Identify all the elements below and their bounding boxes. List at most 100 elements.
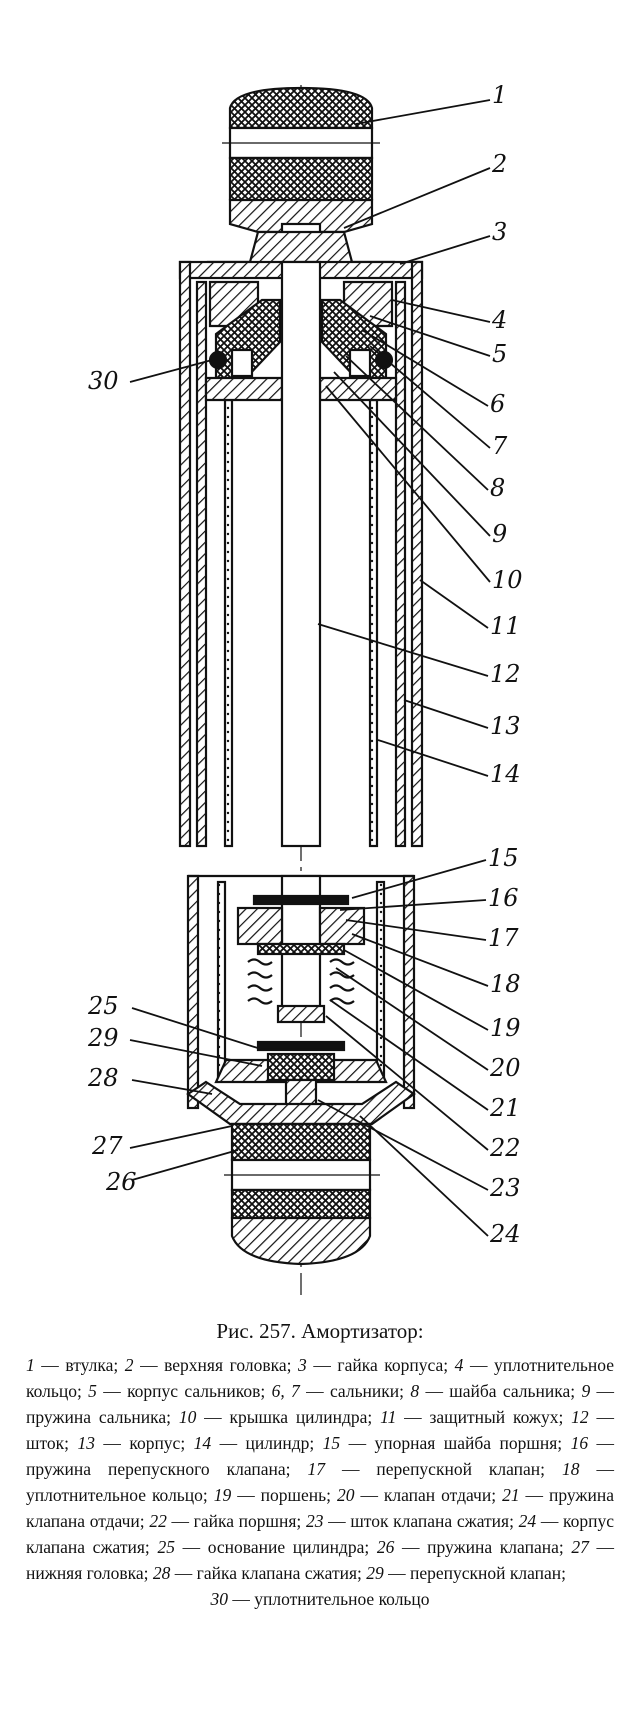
legend-number: 14 [193, 1433, 212, 1453]
callout-label: 6 [490, 390, 505, 418]
legend-text: — пружина перепускного клапана; [26, 1433, 615, 1479]
callout-label: 9 [492, 520, 507, 548]
legend-text: — сальники; [299, 1381, 411, 1401]
figure-legend: 1 — втулка; 2 — верхняя головка; 3 — гай… [26, 1352, 614, 1612]
piston-assembly [236, 874, 366, 1024]
legend-number: 12 [571, 1407, 589, 1427]
legend-text: — крышка цилиндра; [196, 1407, 381, 1427]
legend-text: — перепускной клапан; [324, 1459, 563, 1479]
legend-number: 17 [307, 1459, 325, 1479]
callout-label: 16 [488, 884, 519, 912]
legend-number: 9 [581, 1381, 591, 1401]
legend-number: 10 [178, 1407, 197, 1427]
legend-text: — корпус сальников; [96, 1381, 272, 1401]
leader-lines [129, 99, 491, 1237]
legend-text: — гайка поршня; [166, 1511, 306, 1531]
legend-text: — уплотнительное кольцо [227, 1589, 430, 1609]
seal-assembly [204, 280, 398, 402]
legend-text: — пружина сальника; [26, 1381, 615, 1427]
callout-label: 11 [490, 612, 521, 640]
legend-text: — гайка клапана сжатия; [170, 1563, 367, 1583]
legend-text: — пружина клапана; [394, 1537, 572, 1557]
legend-number: 26 [376, 1537, 395, 1557]
legend-number: 28 [152, 1563, 171, 1583]
callout-label: 26 [105, 1168, 137, 1196]
callout-label: 5 [492, 340, 507, 368]
legend-text: — втулка; [34, 1355, 125, 1375]
legend-number: 2 [124, 1355, 134, 1375]
legend-number: 30 [210, 1589, 228, 1609]
callout-label: 30 [88, 367, 119, 395]
callout-label: 21 [489, 1094, 521, 1122]
callout-label: 4 [491, 306, 507, 334]
callout-label: 3 [492, 218, 507, 246]
callout-label: 23 [489, 1174, 521, 1202]
legend-number: 5 [88, 1381, 97, 1401]
legend-text: — гайка корпуса; [306, 1355, 455, 1375]
legend-text: — клапан отдачи; [354, 1485, 503, 1505]
callout-label: 12 [490, 660, 521, 688]
callout-label: 19 [490, 1014, 521, 1042]
legend-text: — поршень; [231, 1485, 337, 1505]
legend-number: 3 [298, 1355, 307, 1375]
callout-label: 25 [87, 992, 119, 1020]
legend-number: 24 [518, 1511, 537, 1531]
legend-text: — шайба сальника; [419, 1381, 582, 1401]
legend-number: 13 [77, 1433, 95, 1453]
legend-number: 15 [322, 1433, 341, 1453]
callout-label: 27 [91, 1132, 123, 1160]
lower-eye [224, 1122, 380, 1266]
callout-label: 13 [490, 712, 521, 740]
callout-label: 20 [489, 1054, 521, 1082]
legend-text: — верхняя головка; [133, 1355, 299, 1375]
legend-number: 6, 7 [271, 1381, 300, 1401]
callout-label: 29 [87, 1024, 119, 1052]
callout-label: 28 [87, 1064, 119, 1092]
upper-eye [222, 86, 380, 234]
legend-text: — основание цилиндра; [174, 1537, 377, 1557]
legend-text: — цилиндр; [211, 1433, 323, 1453]
callout-label: 2 [491, 150, 507, 178]
legend-number: 16 [570, 1433, 589, 1453]
compression-valve [186, 1040, 416, 1126]
legend-number: 29 [366, 1563, 384, 1583]
protective-cover [178, 260, 424, 848]
legend-number: 25 [157, 1537, 175, 1557]
shock-absorber-drawing: 1234567891011121314151617181920212223242… [87, 81, 523, 1295]
legend-last-line: 30 — уплотнительное кольцо [26, 1586, 614, 1612]
legend-text: — уплотнительное кольцо; [26, 1459, 614, 1505]
legend-number: 4 [454, 1355, 464, 1375]
figure-caption: Рис. 257. Амортизатор: [216, 1319, 424, 1343]
legend-text: — защитный кожух; [396, 1407, 572, 1427]
piston-rod [280, 260, 322, 848]
legend-number: 1 [26, 1355, 35, 1375]
callout-label: 17 [488, 924, 519, 952]
legend-text: — упорная шайба поршня; [340, 1433, 571, 1453]
legend-text: — корпус клапана сжатия; [26, 1511, 614, 1557]
body-upper [195, 280, 407, 848]
callout-label: 14 [490, 760, 521, 788]
legend-text: — пружина клапана отдачи; [26, 1485, 614, 1531]
callout-label: 22 [489, 1134, 521, 1162]
legend-number: 8 [410, 1381, 420, 1401]
legend-number: 18 [562, 1459, 580, 1479]
callout-label: 7 [492, 432, 508, 460]
callout-label: 8 [490, 474, 505, 502]
callout-label: 24 [489, 1220, 521, 1248]
callout-label: 1 [492, 81, 507, 109]
legend-text: — уплотнительное кольцо; [26, 1355, 615, 1401]
legend-number: 22 [149, 1511, 167, 1531]
legend-number: 20 [336, 1485, 355, 1505]
legend-text: — нижняя головка; [26, 1537, 615, 1583]
legend-text: — корпус; [94, 1433, 194, 1453]
callout-label: 10 [492, 566, 523, 594]
legend-number: 23 [305, 1511, 324, 1531]
legend-text: — перепускной клапан; [383, 1563, 567, 1583]
legend-number: 21 [502, 1485, 520, 1505]
callout-label: 15 [488, 844, 519, 872]
legend-text: — шток; [26, 1407, 614, 1453]
legend-number: 19 [213, 1485, 232, 1505]
callout-label: 18 [490, 970, 521, 998]
legend-number: 27 [571, 1537, 589, 1557]
legend-text: — шток клапана сжатия; [323, 1511, 519, 1531]
